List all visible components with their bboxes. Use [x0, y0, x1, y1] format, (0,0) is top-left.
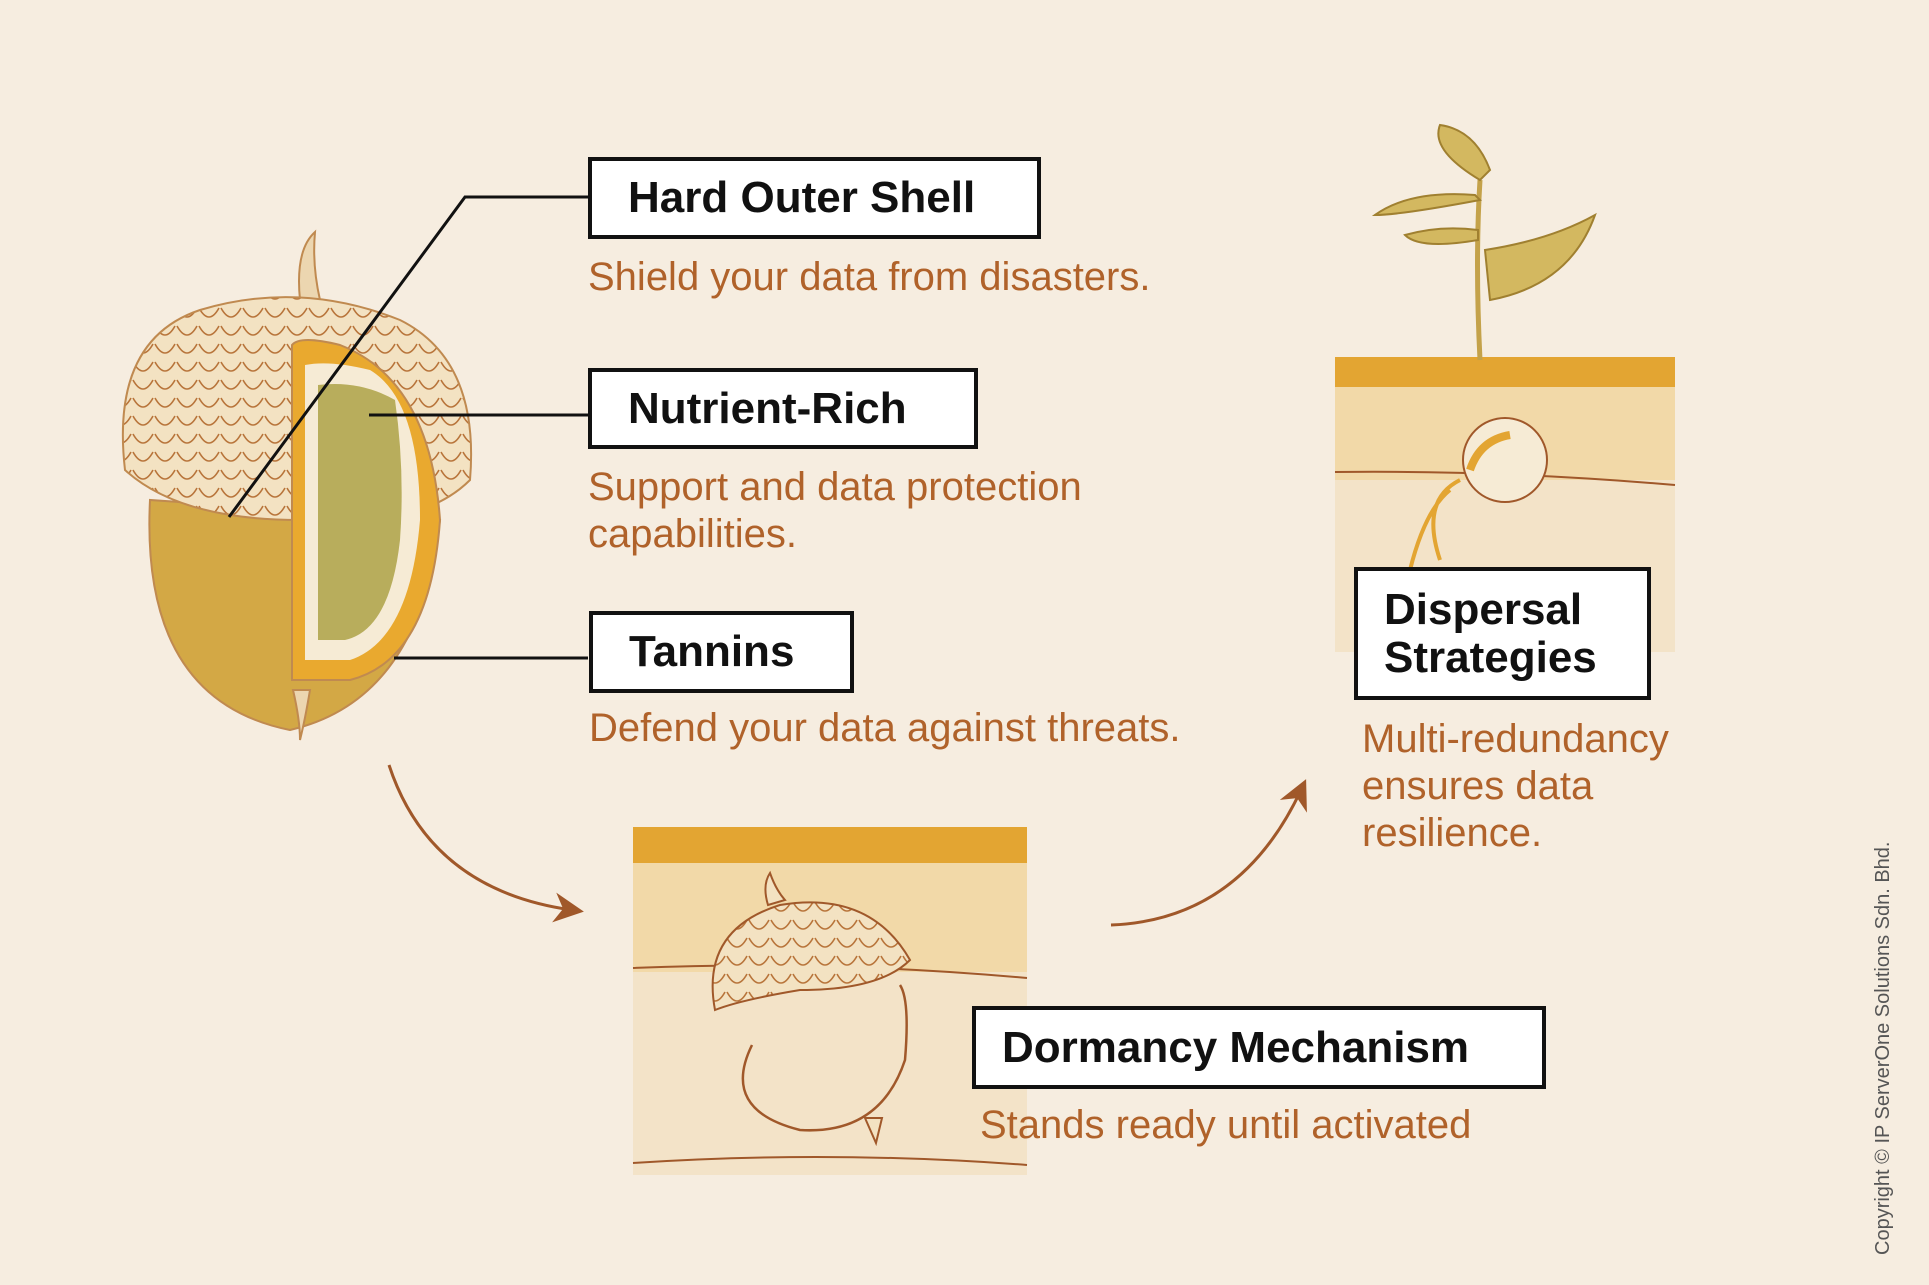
- label-dormancy-mechanism: Dormancy Mechanism: [972, 1006, 1546, 1089]
- arrow-to-dispersal: [1110, 779, 1307, 927]
- copyright-notice: Copyright © IP ServerOne Solutions Sdn. …: [1872, 841, 1894, 1255]
- label-tannins: Tannins: [589, 611, 854, 693]
- desc-dormancy-mechanism: Stands ready until activated: [980, 1103, 1472, 1147]
- label-hard-outer-shell: Hard Outer Shell: [588, 157, 1041, 239]
- label-line: Strategies: [1384, 632, 1597, 682]
- desc-hard-outer-shell: Shield your data from disasters.: [588, 255, 1151, 299]
- label-nutrient-rich: Nutrient-Rich: [588, 368, 978, 449]
- desc-tannins: Defend your data against threats.: [589, 706, 1181, 750]
- desc-line: ensures data: [1362, 764, 1594, 808]
- label-dispersal-strategies: Dispersal Strategies: [1354, 567, 1651, 700]
- leader-line-hard-outer-shell: [227, 195, 588, 518]
- sapling-illustration: [1334, 123, 1676, 652]
- acorn-cross-section-illustration: [121, 229, 473, 741]
- desc-line: Support and data protection: [588, 465, 1082, 509]
- arrow-to-dormancy: [387, 764, 584, 923]
- desc-nutrient-rich: Support and data protection capabilities…: [588, 464, 1082, 558]
- desc-line: capabilities.: [588, 512, 798, 556]
- desc-dispersal-strategies: Multi-redundancy ensures data resilience…: [1362, 716, 1669, 857]
- label-line: Dispersal: [1384, 584, 1583, 634]
- desc-line: resilience.: [1362, 811, 1543, 855]
- desc-line: Multi-redundancy: [1362, 717, 1669, 761]
- buried-acorn-illustration: [632, 827, 1028, 1175]
